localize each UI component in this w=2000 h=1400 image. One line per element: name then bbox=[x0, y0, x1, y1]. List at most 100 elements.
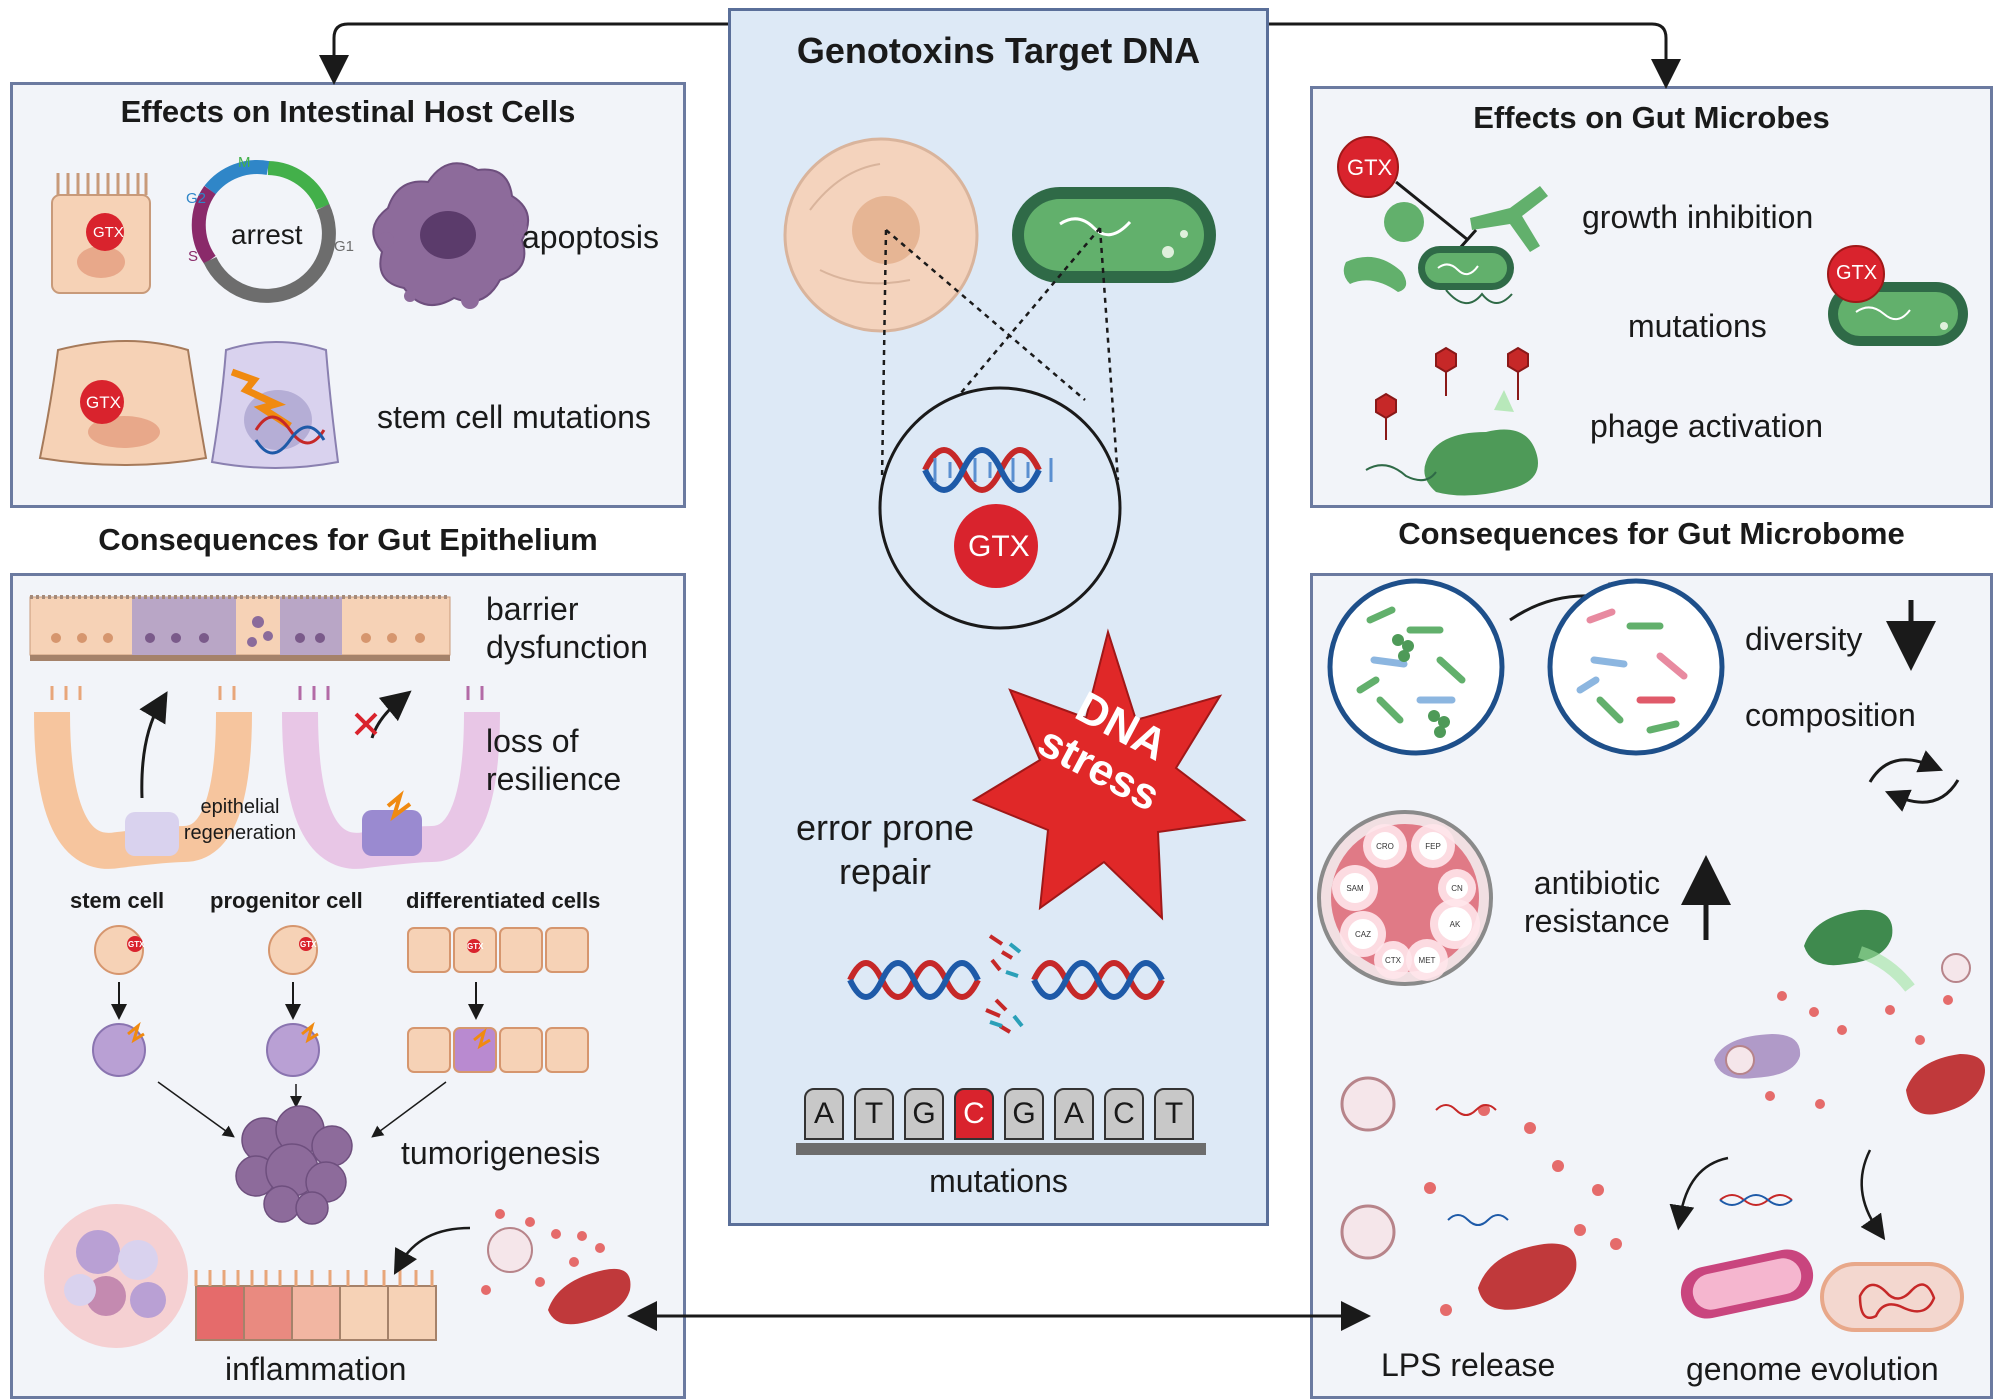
barrier-label: barrier dysfunction bbox=[486, 590, 648, 666]
immune-cells bbox=[44, 1204, 188, 1348]
antibiotic-label: antibiotic resistance bbox=[1524, 864, 1670, 940]
apoptotic-cell bbox=[372, 162, 530, 309]
cycle-phase-g2: G2 bbox=[186, 190, 207, 207]
antibiotic-disc: CTX bbox=[1382, 949, 1404, 971]
dna-stress-burst bbox=[971, 628, 1247, 921]
differentiated-cells-label: differentiated cells bbox=[406, 888, 601, 913]
error-repair-line-1: error prone bbox=[795, 807, 975, 848]
inhibited-bacterium bbox=[1418, 246, 1514, 290]
base-tile: C bbox=[954, 1088, 994, 1140]
antibiotic-line-2: resistance bbox=[1524, 903, 1670, 939]
barrier-line-2: dysfunction bbox=[486, 629, 648, 665]
composition-label: composition bbox=[1745, 697, 1916, 733]
inflammation-label: inflammation bbox=[225, 1351, 407, 1387]
healthy-crypt bbox=[34, 686, 252, 869]
resilience-line-2: resilience bbox=[486, 761, 622, 797]
base-tile: G bbox=[1004, 1088, 1044, 1140]
lps-release-illustration bbox=[1340, 1076, 1622, 1316]
gtx-badge-mutations bbox=[1827, 245, 1885, 303]
resilience-line-1: loss of bbox=[486, 723, 579, 759]
lps-bacterium-epithelium bbox=[481, 1209, 631, 1325]
composition-cycle-arrows bbox=[1868, 750, 1960, 812]
center-title: Genotoxins Target DNA bbox=[796, 30, 1201, 71]
green-microbe-ball bbox=[1384, 202, 1424, 242]
lps-release-label: LPS release bbox=[1381, 1347, 1556, 1383]
diversity-label: diversity bbox=[1745, 621, 1863, 657]
cell-gtx-2 bbox=[38, 340, 208, 466]
gtx-small-differentiated: GTX bbox=[467, 942, 484, 951]
progenitor-cell-label: progenitor cell bbox=[210, 888, 363, 913]
resilience-label: loss of resilience bbox=[486, 722, 621, 798]
barrier-cell-row bbox=[29, 595, 451, 661]
phage-activation-label: phage activation bbox=[1590, 408, 1824, 444]
microbiome-after bbox=[1547, 578, 1725, 756]
microbiome-before bbox=[1327, 578, 1505, 756]
regeneration-label: epithelial regeneration bbox=[170, 794, 310, 846]
antibiotic-disc: CRO bbox=[1371, 832, 1399, 860]
inhibition-line bbox=[1395, 180, 1478, 249]
stem-cell-mutations-label: stem cell mutations bbox=[377, 399, 651, 435]
microbe-mutations-label: mutations bbox=[1628, 308, 1767, 344]
cell-cycle-ring bbox=[191, 160, 336, 303]
gtx-badge-microbes bbox=[1337, 136, 1399, 198]
lysing-bacterium bbox=[1365, 390, 1538, 496]
growth-inhibition-label: growth inhibition bbox=[1582, 199, 1814, 235]
antibiotic-disc: CAZ bbox=[1348, 919, 1378, 949]
gtx-center-circle bbox=[954, 504, 1038, 588]
gtx-small-stem: GTX bbox=[128, 940, 145, 949]
cycle-phase-s: S bbox=[188, 248, 199, 265]
gtx-label-host-2: GTX bbox=[86, 393, 121, 412]
antibiotic-disc: MET bbox=[1414, 947, 1440, 973]
antibiotic-disc: AK bbox=[1438, 907, 1472, 941]
zoom-lines bbox=[880, 227, 1120, 481]
apoptosis-label: apoptosis bbox=[522, 219, 659, 255]
top-arrows bbox=[319, 22, 1681, 89]
cycle-phase-m: M bbox=[238, 154, 251, 171]
damaged-crypt bbox=[282, 686, 500, 869]
error-repair-label: error prone repair bbox=[770, 806, 1000, 894]
cell-lineage bbox=[92, 925, 589, 1138]
y-shaped-microbe bbox=[1470, 186, 1548, 252]
base-tile: A bbox=[804, 1088, 844, 1140]
base-tile: C bbox=[1104, 1088, 1144, 1140]
gtx-small-progenitor: GTX bbox=[300, 940, 317, 949]
broken-dna bbox=[847, 934, 1165, 1034]
barrier-line-1: barrier bbox=[486, 591, 579, 627]
cycle-phase-g1: G1 bbox=[334, 238, 355, 255]
tumor-cluster bbox=[235, 1105, 353, 1225]
base-tile: A bbox=[1054, 1088, 1094, 1140]
base-tile: G bbox=[904, 1088, 944, 1140]
base-tile: T bbox=[1154, 1088, 1194, 1140]
epithelium-title: Consequences for Gut Epithelium bbox=[98, 522, 598, 557]
flagellum bbox=[1445, 289, 1513, 304]
phages-microbes bbox=[1375, 346, 1529, 440]
microbes-title: Effects on Gut Microbes bbox=[1473, 100, 1830, 135]
error-repair-line-2: repair bbox=[838, 851, 932, 892]
stem-cell-label: stem cell bbox=[70, 888, 165, 913]
regeneration-line-1: epithelial bbox=[200, 796, 280, 818]
regeneration-line-2: regeneration bbox=[183, 822, 297, 844]
gtx-label-microbes: GTX bbox=[1347, 155, 1393, 180]
inflammation-arrow bbox=[393, 1226, 471, 1275]
tumorigenesis-label: tumorigenesis bbox=[401, 1135, 601, 1171]
gtx-label-mutations: GTX bbox=[1836, 262, 1878, 284]
gtx-center-label: GTX bbox=[968, 530, 1030, 563]
sequence-baseline bbox=[796, 1143, 1206, 1155]
dna-helix-center bbox=[922, 447, 1053, 493]
stem-cell-mutation-cell bbox=[210, 341, 340, 469]
microbiome-title: Consequences for Gut Microbome bbox=[1398, 516, 1905, 551]
curved-microbe bbox=[1343, 256, 1407, 292]
lysed-bacteria-group bbox=[1714, 909, 1985, 1115]
cell-cycle-center: arrest bbox=[231, 219, 303, 250]
bacterium-illustration bbox=[1012, 187, 1216, 283]
host-cells-title: Effects on Intestinal Host Cells bbox=[120, 94, 576, 129]
host-cell-illustration bbox=[783, 137, 979, 333]
antibiotic-disc: SAM bbox=[1340, 873, 1370, 903]
antibiotic-disc: CN bbox=[1446, 877, 1468, 899]
antibiotic-line-1: antibiotic bbox=[1533, 865, 1661, 901]
center-mutations-label: mutations bbox=[929, 1163, 1068, 1199]
inflamed-epithelium bbox=[194, 1270, 437, 1341]
